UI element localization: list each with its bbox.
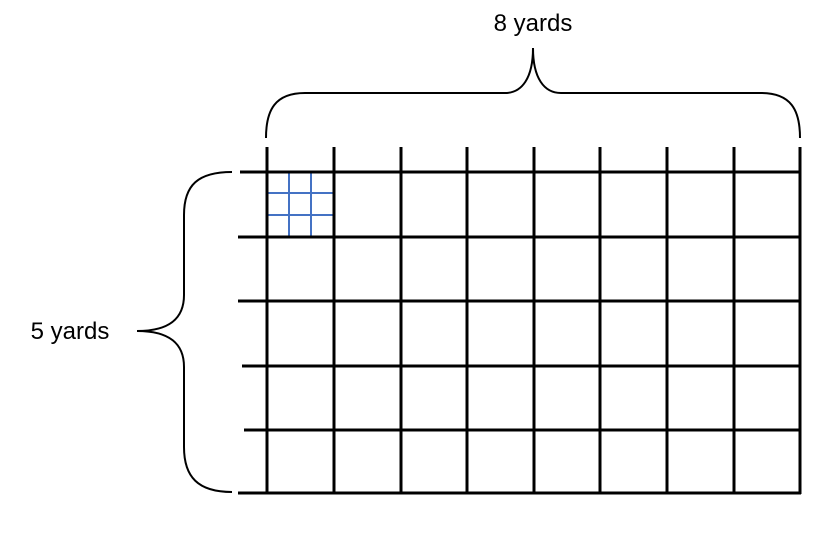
grid-horizontal-lines xyxy=(238,170,801,495)
subdivided-unit-square xyxy=(267,172,334,237)
width-brace xyxy=(265,47,801,139)
height-brace xyxy=(136,171,233,493)
height-label: 5 yards xyxy=(31,318,110,345)
grid-vertical-lines xyxy=(265,147,802,494)
width-label: 8 yards xyxy=(494,10,573,37)
